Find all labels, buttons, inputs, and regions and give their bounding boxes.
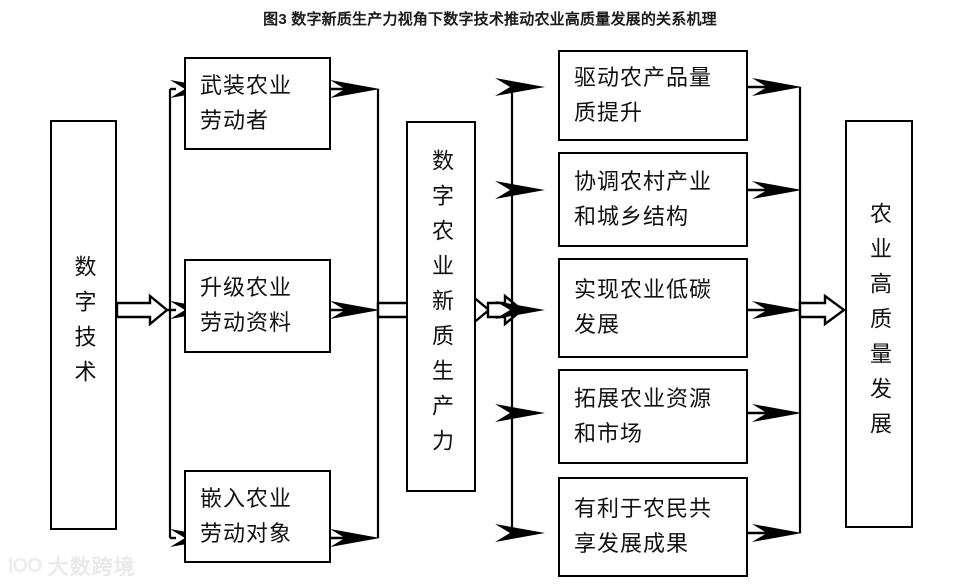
node-low-carbon-agriculture[interactable]: 实现农业低碳 发展 (558, 258, 748, 358)
watermark-text: 大数跨境 (47, 556, 136, 579)
arrow-hub-to-outcome-4 (495, 404, 545, 422)
arrow-hub-to-outcome-1 (495, 78, 545, 96)
node-expand-resources-markets[interactable]: 拓展农业资源 和市场 (558, 369, 748, 464)
arrow-outcome-3-to-bus (748, 301, 802, 319)
arrow-hub-to-outcome-2 (495, 181, 545, 199)
node-embed-agricultural-objects-label: 嵌入农业 劳动对象 (200, 485, 293, 546)
node-upgrade-agricultural-means[interactable]: 升级农业 劳动资料 (184, 259, 331, 353)
arrow-outcome-1-to-bus (748, 78, 802, 96)
node-farmers-share-development-results[interactable]: 有利于农民共 享发展成果 (558, 477, 748, 577)
node-coordinate-rural-industry-structure-label: 协调农村产业 和城乡结构 (574, 168, 713, 229)
block-arrow-bus-to-goal (798, 293, 847, 327)
node-high-quality-agricultural-development[interactable]: 农业高质量发展 (845, 120, 913, 528)
node-drive-product-quantity-quality-label: 驱动农产品量 质提升 (574, 64, 713, 125)
node-low-carbon-agriculture-label: 实现农业低碳 发展 (574, 277, 713, 337)
node-drive-product-quantity-quality[interactable]: 驱动农产品量 质提升 (558, 50, 748, 141)
arrow-driver-2-to-bus (330, 301, 380, 319)
node-upgrade-agricultural-means-label: 升级农业 劳动资料 (200, 275, 293, 335)
block-arrow-source-to-bus1 (115, 293, 169, 327)
arrow-driver-1-to-bus (330, 80, 380, 98)
node-embed-agricultural-objects[interactable]: 嵌入农业 劳动对象 (184, 470, 331, 563)
watermark-logo-icon: IOO (8, 554, 43, 577)
arrow-hub-to-outcome-5 (495, 524, 545, 542)
node-coordinate-rural-industry-structure[interactable]: 协调农村产业 和城乡结构 (558, 152, 748, 247)
block-arrow-hub-to-bus2 (486, 293, 524, 327)
node-digital-agriculture-new-productive-forces[interactable]: 数字农业新质生产力 (406, 121, 476, 492)
figure-title: 图3 数字新质生产力视角下数字技术推动农业高质量发展的关系机理 (263, 11, 717, 28)
node-digital-agriculture-new-productive-forces-label: 数字农业新质生产力 (429, 149, 454, 464)
node-arm-agricultural-labourers-label: 武装农业 劳动者 (200, 72, 293, 133)
arrow-outcome-4-to-bus (748, 404, 802, 422)
node-farmers-share-development-results-label: 有利于农民共 享发展成果 (574, 496, 713, 556)
watermark: IOO 大数跨境 (8, 551, 136, 581)
arrow-outcome-2-to-bus (748, 181, 802, 199)
node-expand-resources-markets-label: 拓展农业资源 和市场 (574, 385, 713, 446)
arrow-outcome-5-to-bus (748, 524, 802, 542)
arrow-driver-3-to-bus (330, 529, 380, 547)
node-arm-agricultural-labourers[interactable]: 武装农业 劳动者 (184, 57, 331, 150)
node-high-quality-agricultural-development-label: 农业高质量发展 (867, 201, 892, 447)
arrow-hub-to-outcome-3 (495, 301, 545, 319)
node-digital-technology[interactable]: 数字技术 (50, 120, 117, 530)
node-digital-technology-label: 数字技术 (71, 255, 97, 395)
